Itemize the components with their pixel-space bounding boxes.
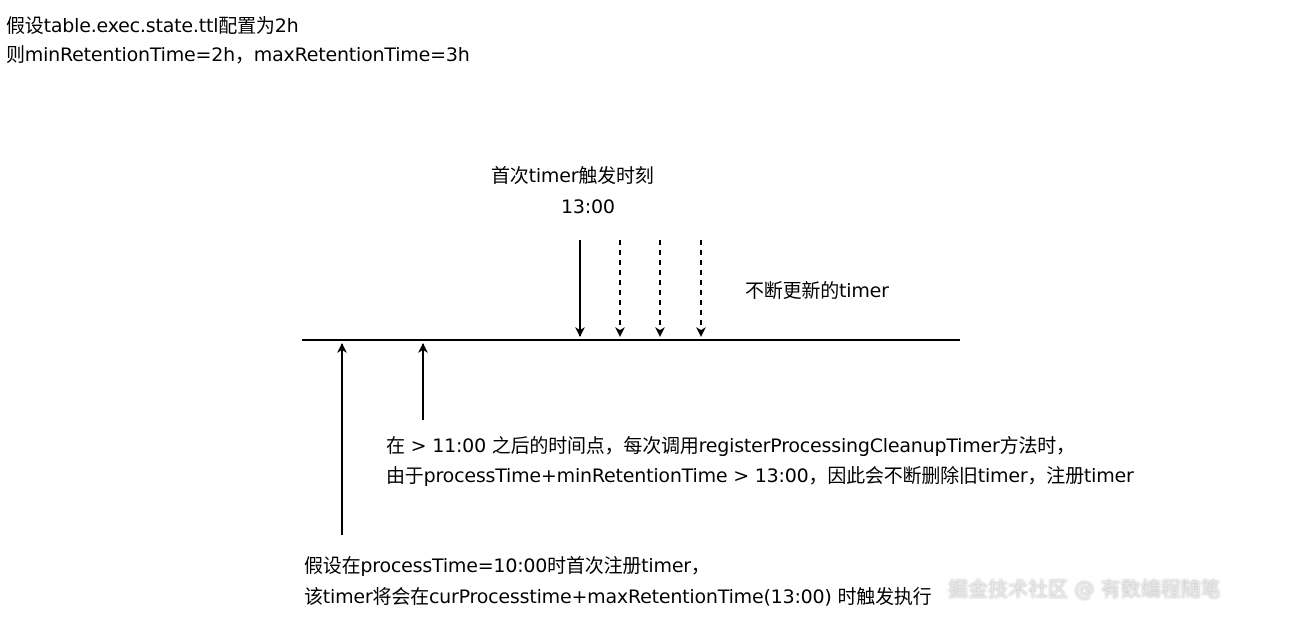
first-timer-time: 13:00 [561, 196, 615, 218]
note-after-11-line-2: 由于processTime+minRetentionTime > 13:00，因… [386, 465, 1134, 487]
first-timer-title: 首次timer触发时刻 [491, 165, 654, 187]
header-line-1: 假设table.exec.state.ttl配置为2h [6, 15, 299, 37]
note-first-register-line-1: 假设在processTime=10:00时首次注册timer， [304, 555, 710, 577]
watermark: 掘金技术社区 @ 有数编程随笔 [948, 577, 1221, 601]
note-first-register-line-2: 该timer将会在curProcesstime+maxRetentionTime… [304, 586, 932, 608]
updating-timer-label: 不断更新的timer [745, 280, 889, 302]
header-line-2: 则minRetentionTime=2h，maxRetentionTime=3h [6, 44, 470, 66]
note-after-11-line-1: 在 > 11:00 之后的时间点，每次调用registerProcessingC… [386, 435, 1075, 457]
